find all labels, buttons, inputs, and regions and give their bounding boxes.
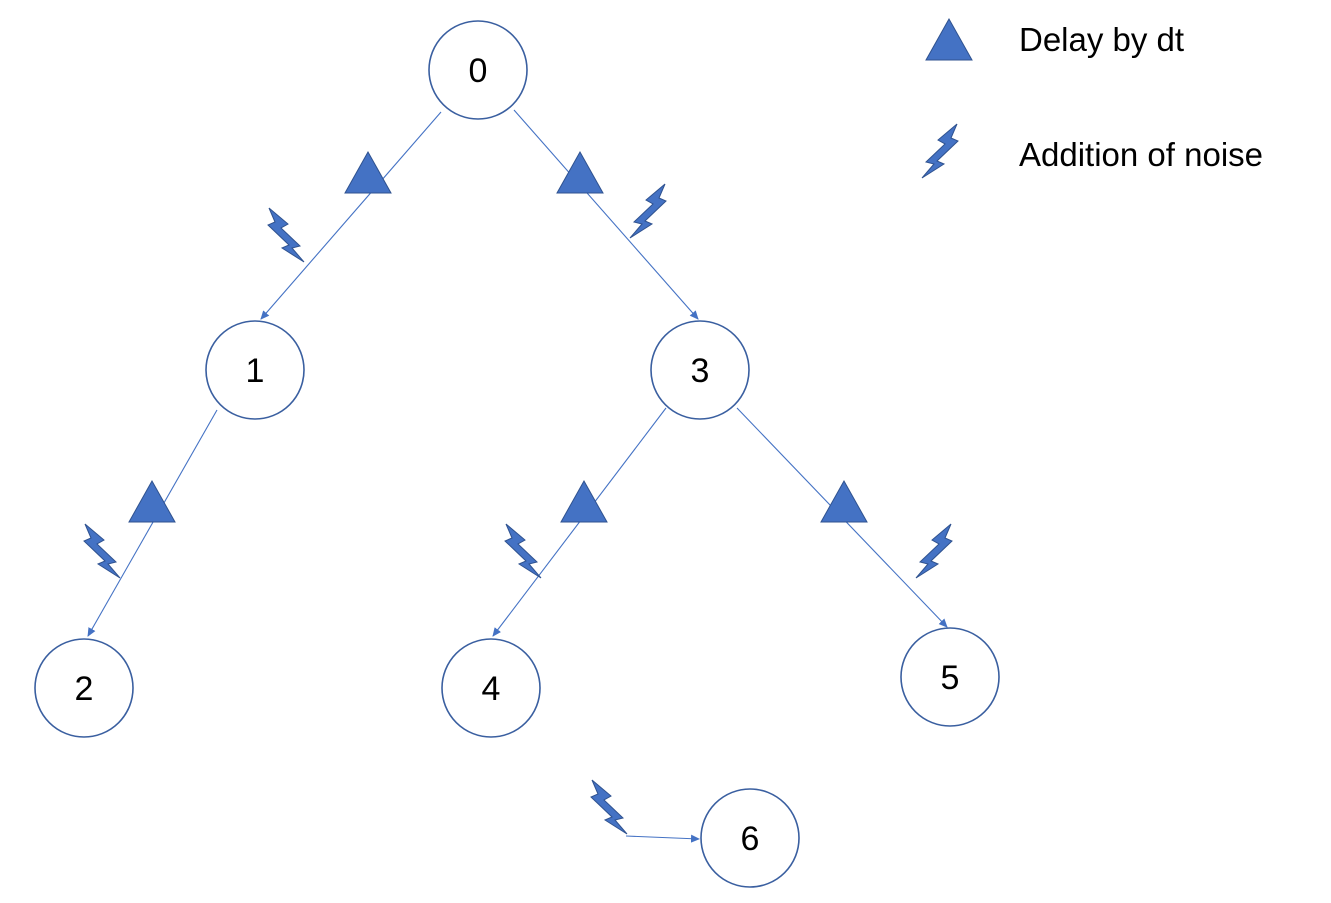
triangle-icon [925,17,973,61]
node-label: 6 [741,820,760,858]
triangle-icon [344,150,392,194]
legend-item-noise: Addition of noise [921,123,1263,179]
lightning-bolt-icon [267,207,305,263]
legend-label-delay: Delay by dt [1019,21,1184,58]
lightning-bolt-icon [921,123,959,179]
node-3: 3 [650,320,750,420]
edge-noise-6 [625,834,700,843]
triangle-icon [556,150,604,194]
lightning-bolt-icon [915,523,953,579]
node-label: 0 [469,52,488,90]
edge-0-3 [513,109,699,320]
nodes-layer: 0 1 2 3 4 5 6 [34,20,1000,888]
lightning-bolt-icon [83,523,121,579]
node-0: 0 [428,20,528,120]
node-circle [428,20,528,120]
lightning-bolt-icon [504,523,542,579]
node-label: 3 [691,352,710,390]
node-circle [205,320,305,420]
lightning-bolt-icon [629,183,667,239]
noise-markers [83,183,953,835]
triangle-icon [560,479,608,523]
node-5: 5 [900,627,1000,727]
node-6: 6 [700,788,800,888]
triangle-icon [128,479,176,523]
node-circle [34,638,134,738]
node-label: 2 [75,670,94,708]
edge-0-1 [260,111,442,320]
node-label: 5 [941,659,960,697]
legend: Delay by dt Addition of noise [921,17,1263,179]
edge-1-2 [87,409,218,637]
legend-label-noise: Addition of noise [1019,136,1263,173]
legend-item-delay: Delay by dt [925,17,1184,61]
node-4: 4 [441,638,541,738]
node-circle [650,320,750,420]
node-2: 2 [34,638,134,738]
lightning-bolt-icon [590,779,628,835]
node-1: 1 [205,320,305,420]
node-circle [900,627,1000,727]
node-circle [700,788,800,888]
node-label: 4 [482,670,501,708]
node-circle [441,638,541,738]
triangle-icon [820,479,868,523]
node-label: 1 [246,352,265,390]
delay-markers [128,150,868,523]
